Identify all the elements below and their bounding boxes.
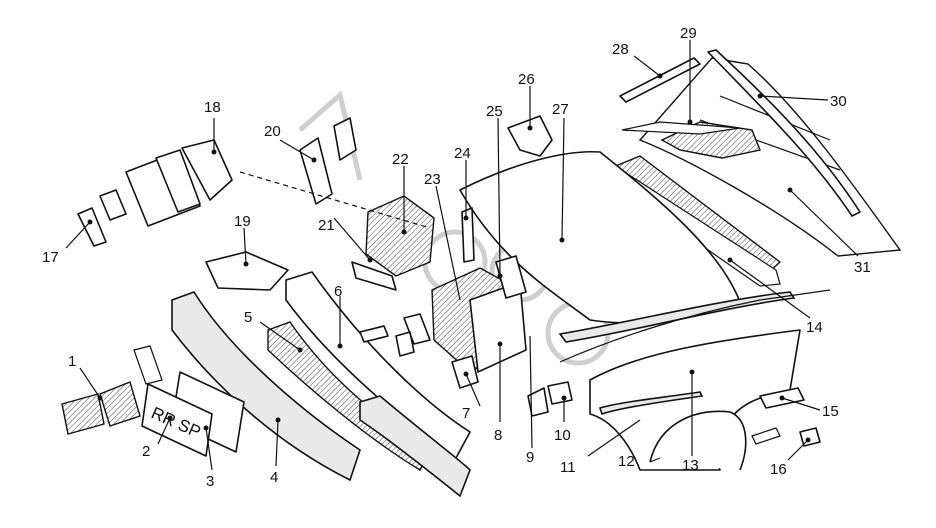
callout-23: 23 bbox=[424, 171, 441, 188]
release-cable bbox=[559, 289, 831, 363]
callout-27: 27 bbox=[552, 101, 569, 118]
callout-19: 19 bbox=[234, 213, 251, 230]
mounting-bracket bbox=[351, 261, 397, 291]
front-bumper bbox=[171, 291, 361, 482]
bonnet-stay bbox=[461, 207, 475, 263]
callout-20: 20 bbox=[264, 123, 281, 140]
callout-group bbox=[65, 40, 859, 471]
headlamp-adjuster bbox=[77, 207, 107, 247]
windshield-moulding bbox=[707, 49, 861, 217]
side-marker-lamp bbox=[799, 427, 821, 447]
cowl-cover bbox=[621, 121, 741, 135]
wiper-arm bbox=[619, 57, 701, 103]
front-indicator bbox=[205, 251, 289, 291]
callout-13: 13 bbox=[682, 457, 699, 474]
callout-12: 12 bbox=[618, 453, 635, 470]
callout-28: 28 bbox=[612, 41, 629, 58]
callout-25: 25 bbox=[486, 103, 503, 120]
fog-lamps bbox=[61, 345, 163, 435]
callout-16: 16 bbox=[770, 461, 787, 478]
callout-15: 15 bbox=[822, 403, 839, 420]
callout-18: 18 bbox=[204, 99, 221, 116]
small-clips bbox=[359, 313, 431, 357]
assembly-guide-line bbox=[239, 171, 431, 229]
callout-8: 8 bbox=[494, 427, 502, 444]
callout-11: 11 bbox=[560, 459, 576, 476]
callout-30: 30 bbox=[830, 93, 847, 110]
callout-labels: 1 2 3 4 5 6 7 8 9 10 11 12 13 14 15 16 1… bbox=[42, 25, 871, 490]
callout-dots bbox=[87, 73, 811, 443]
callout-31: 31 bbox=[854, 259, 871, 276]
support-bracket bbox=[299, 137, 333, 205]
front-fender bbox=[589, 329, 801, 471]
bumper-cover bbox=[285, 271, 471, 459]
callout-24: 24 bbox=[454, 145, 471, 162]
callout-4: 4 bbox=[270, 469, 278, 486]
callout-14: 14 bbox=[806, 319, 823, 336]
callout-6: 6 bbox=[334, 283, 342, 300]
callout-7: 7 bbox=[462, 405, 470, 422]
callout-9: 9 bbox=[526, 449, 534, 466]
callout-29: 29 bbox=[680, 25, 697, 42]
callout-22: 22 bbox=[392, 151, 409, 168]
horn bbox=[527, 387, 549, 417]
bump-stop bbox=[547, 381, 573, 405]
headlamp-assembly bbox=[125, 139, 233, 227]
headlamp-housing bbox=[365, 195, 435, 277]
adjuster-clip bbox=[99, 189, 127, 221]
hood-seal-strip bbox=[558, 291, 796, 343]
callout-17: 17 bbox=[42, 249, 59, 266]
front-panel bbox=[431, 267, 527, 373]
marker-bracket bbox=[751, 427, 781, 445]
wheel-arch-trim bbox=[649, 410, 747, 471]
callout-1: 1 bbox=[68, 353, 76, 370]
callout-26: 26 bbox=[518, 71, 535, 88]
callout-21: 21 bbox=[318, 217, 335, 234]
upper-bracket bbox=[333, 117, 357, 161]
callout-2: 2 bbox=[142, 443, 150, 460]
callout-3: 3 bbox=[206, 473, 214, 490]
bonnet-lock bbox=[495, 255, 527, 299]
bonnet-hinge bbox=[507, 115, 553, 157]
license-plate: RR SP bbox=[141, 383, 213, 457]
callout-5: 5 bbox=[244, 309, 252, 326]
callout-10: 10 bbox=[554, 427, 571, 444]
lower-apron bbox=[359, 395, 471, 498]
